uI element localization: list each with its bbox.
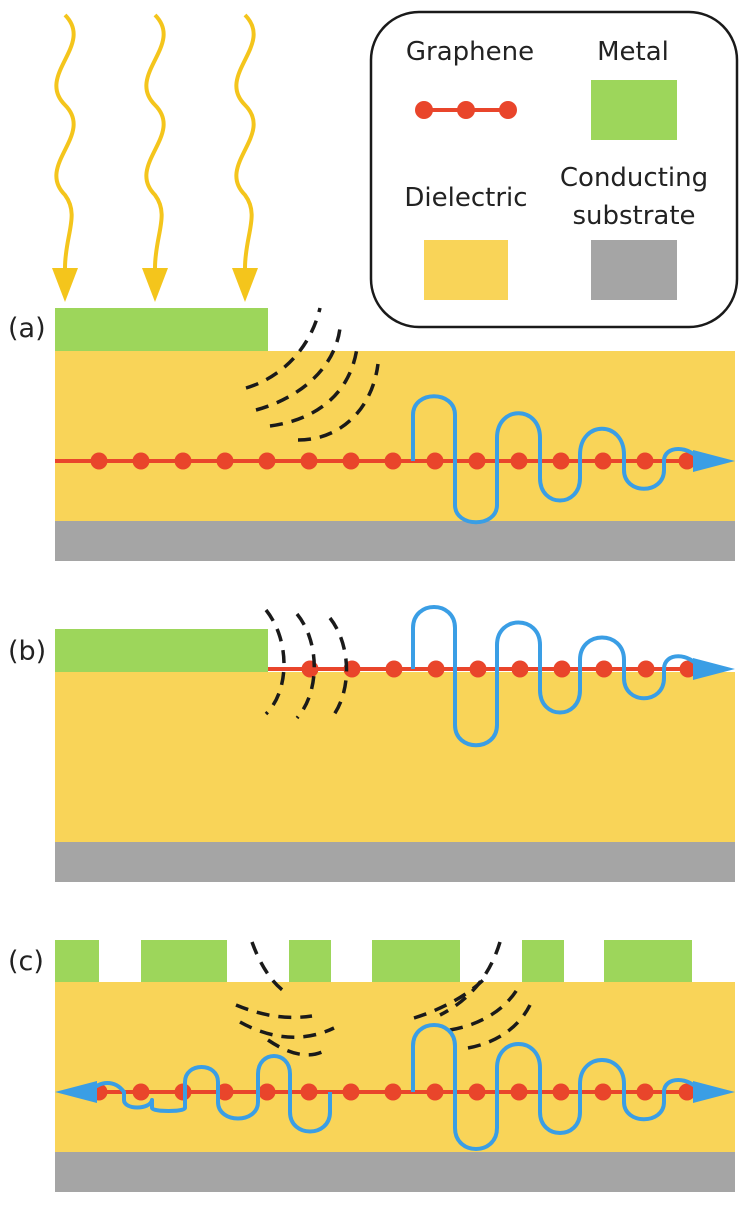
graphene-atom [342,452,360,470]
graphene-atom [90,452,108,470]
graphene-atom [132,452,150,470]
panel-b-label: (b) [8,636,46,667]
graphene-sheet [90,1083,697,1101]
graphene-atom [384,1083,402,1101]
conducting-substrate [55,1152,735,1192]
plasmon-wave-right [411,1023,735,1151]
incident-light-arrow-2 [142,13,168,302]
graphene-atom [511,660,529,678]
graphene-atom [301,660,319,678]
graphene-atom [636,1083,654,1101]
light-arrowhead [232,268,258,302]
graphene-atom [469,660,487,678]
metal-layer [55,629,268,672]
graphene-atoms [90,1083,696,1101]
legend-graphene-swatch [415,101,517,119]
graphene-atom [510,452,528,470]
light-wave [54,13,76,269]
graphene-atom [216,452,234,470]
conducting-substrate [55,521,735,561]
graphene-atom [384,452,402,470]
graphene-atom [300,1083,318,1101]
metal-strip [55,940,99,982]
graphene-atom [594,452,612,470]
metal-strip [604,940,692,982]
panel-c: (c) [8,940,735,1192]
incident-light-arrows [52,13,258,302]
field-lines [245,307,380,442]
dielectric-layer [55,351,735,521]
graphene-atom [553,660,571,678]
legend-graphene-label: Graphene [406,37,534,67]
light-wave [144,13,166,269]
graphene-atom [678,1083,696,1101]
plasmon-wave-left [55,1054,332,1134]
plasmon-wave [411,605,735,748]
graphene-atom [552,452,570,470]
panel-c-label: (c) [8,946,44,977]
graphene-atom [132,1083,150,1101]
panel-b: (b) [8,605,735,882]
metal-layer [55,308,268,351]
graphene-atom [426,452,444,470]
metal-strip [289,940,331,982]
graphene-atom [552,1083,570,1101]
light-arrowhead [142,268,168,302]
legend-substrate-swatch [591,240,677,300]
panel-a-label: (a) [8,313,46,344]
graphene-atom [678,452,696,470]
graphene-sheet [55,452,697,470]
incident-light-arrow-3 [232,13,258,302]
graphene-atom [174,452,192,470]
graphene-atom [342,1083,360,1101]
metal-strip [372,940,460,982]
legend-conducting-label-2: substrate [572,201,695,231]
field-lines-left [235,941,335,1057]
graphene-atom [637,660,655,678]
dielectric-layer [55,982,735,1152]
graphene-atom [594,1083,612,1101]
graphene-atom [679,660,697,678]
plasmon-arrowhead-left [55,1081,97,1103]
light-wave [234,13,256,269]
graphene-atom [468,452,486,470]
graphene-atom [258,1083,276,1101]
graphene-atom [258,452,276,470]
graphene-atom [385,660,403,678]
graphene-atom [427,660,445,678]
legend-metal-label: Metal [597,37,669,67]
plasmon-wave [411,394,735,525]
legend: Graphene Metal Dielectric Conducting sub… [369,10,739,329]
legend-conducting-label-1: Conducting [560,163,708,193]
graphene-atoms [301,660,697,678]
incident-light-arrow-1 [52,13,78,302]
metal-strip [522,940,564,982]
field-lines [264,608,349,722]
light-arrowhead [52,268,78,302]
graphene-atom [426,1083,444,1101]
graphene-atom [636,452,654,470]
legend-dielectric-swatch [424,240,508,300]
metal-strip [141,940,227,982]
graphene-atom [510,1083,528,1101]
legend-dielectric-label: Dielectric [404,183,527,213]
panel-a: (a) [8,307,735,561]
graphene-atom [595,660,613,678]
dielectric-layer [55,672,735,842]
metal-grating [55,940,692,982]
plasmon-arrowhead [693,658,735,680]
field-lines-right [413,941,532,1050]
graphene-atoms [90,452,696,470]
conducting-substrate [55,842,735,882]
graphene-atom [216,1083,234,1101]
plasmon-arrowhead [693,450,735,472]
legend-metal-swatch [591,80,677,140]
plasmon-arrowhead-right [693,1081,735,1103]
graphene-atom [300,452,318,470]
graphene-atom [468,1083,486,1101]
